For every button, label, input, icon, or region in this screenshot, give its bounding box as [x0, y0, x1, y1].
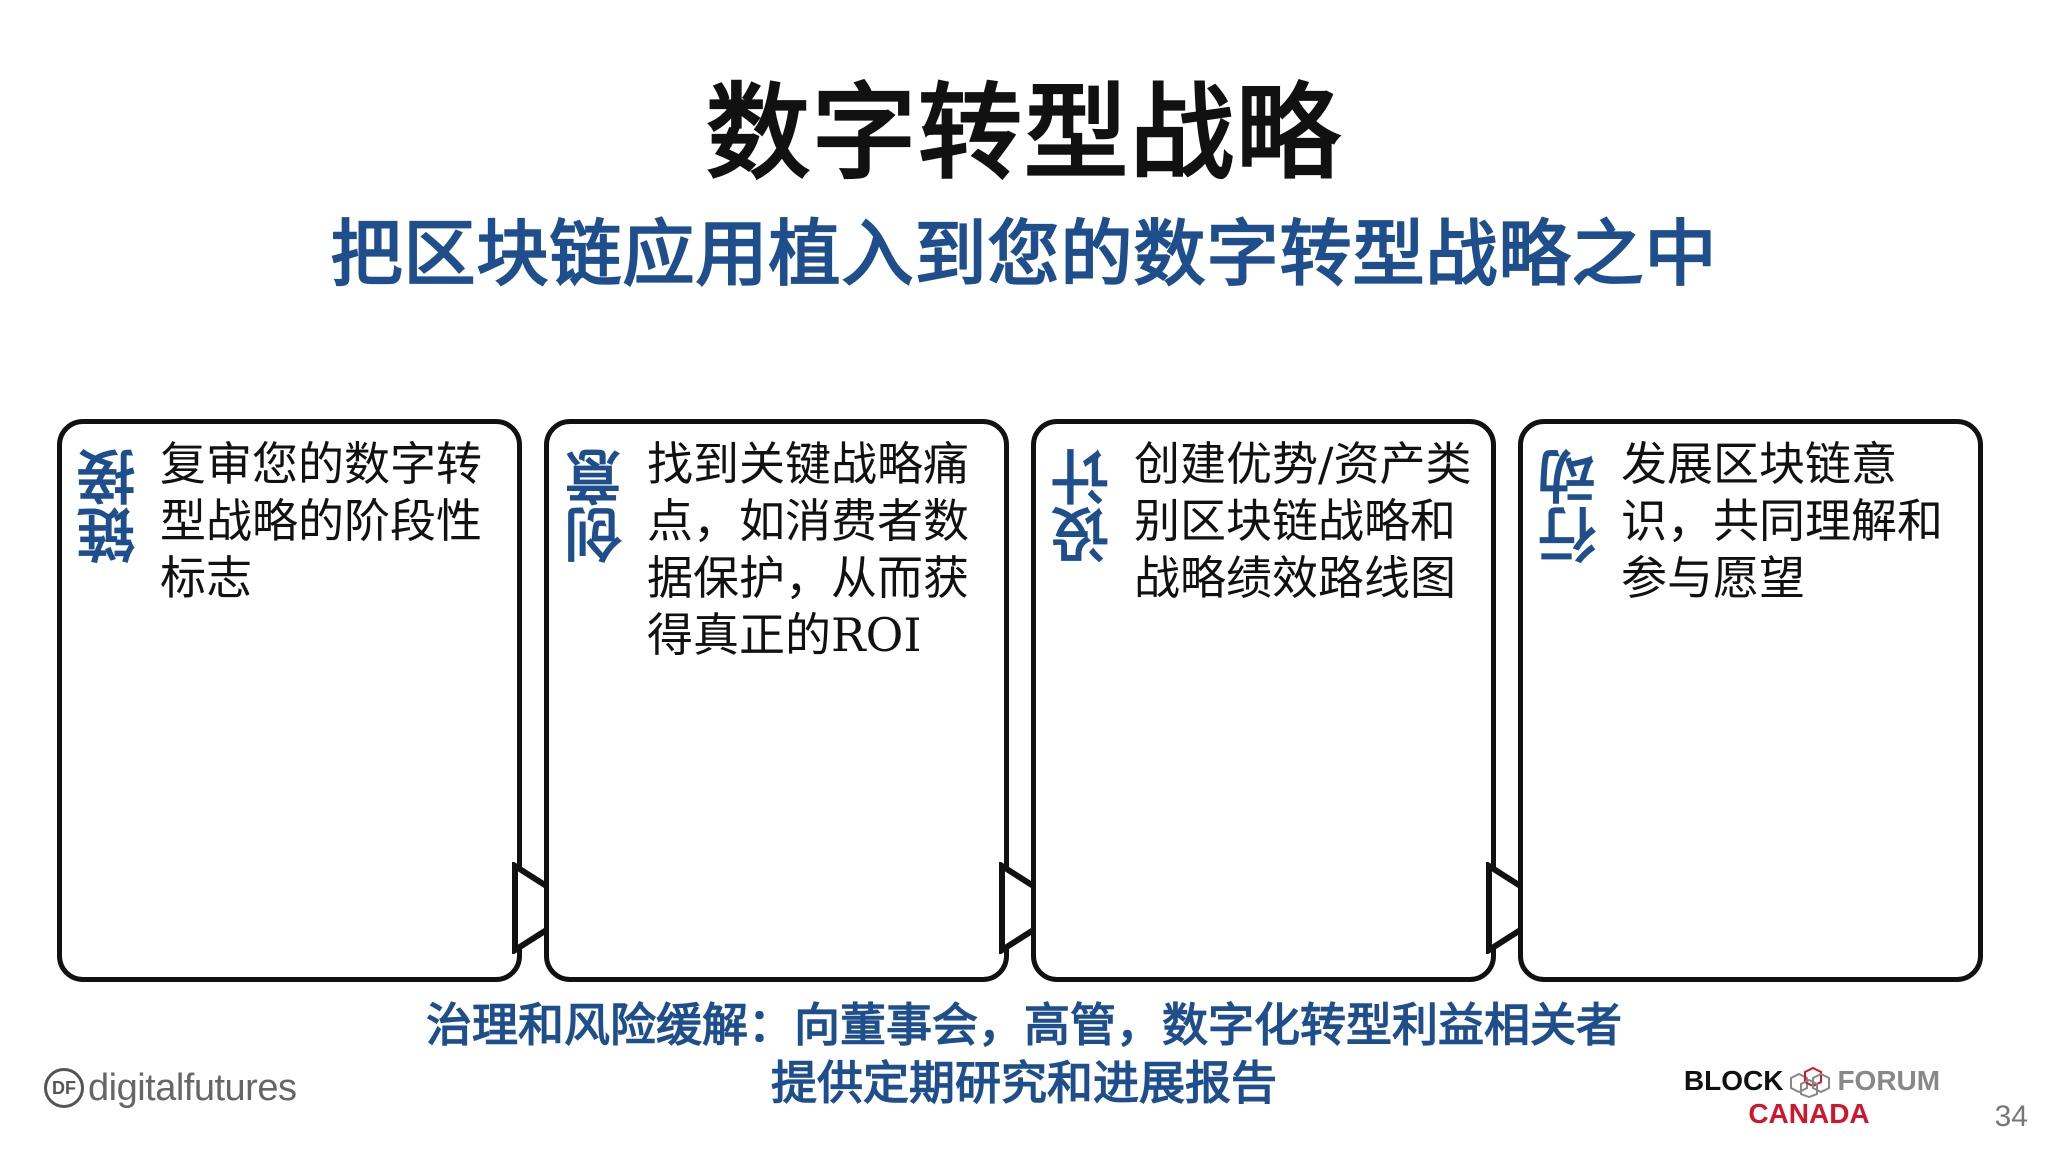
footer-line-1: 治理和风险缓解：向董事会，高管，数字化转型利益相关者 [426, 998, 1622, 1052]
page-number: 34 [1994, 1100, 2028, 1133]
slide-subtitle: 把区块链应用植入到您的数字转型战略之中 [330, 212, 1718, 296]
step-text: 复审您的数字转型战略的阶段性标志 [160, 437, 482, 605]
bf-logo-forum: FORUM [1837, 1065, 1941, 1096]
step-label: 行动 [1538, 448, 1606, 564]
step-text: 发展区块链意识，共同理解和参与愿望 [1621, 437, 1943, 605]
bf-logo-canada: CANADA [1748, 1098, 1870, 1129]
step-label: 创意 [564, 448, 632, 564]
digitalfutures-logo: DF digitalfutures [44, 1066, 297, 1110]
footer-note: 治理和风险缓解：向董事会，高管，数字化转型利益相关者 提供定期研究和进展报告 [0, 996, 2048, 1112]
step-label: 链接 [77, 448, 145, 564]
step-box-idea: 创意 找到关键战略痛点，如消费者数据保护，从而获得真正的ROI [544, 419, 1009, 982]
cubes-icon [1790, 1066, 1831, 1098]
footer-line-2: 提供定期研究和进展报告 [771, 1056, 1277, 1110]
step-box-action: 行动 发展区块链意识，共同理解和参与愿望 [1518, 419, 1983, 982]
step-text: 创建优势/资产类别区块链战略和战略绩效路线图 [1134, 437, 1472, 605]
step-box-design: 设计 创建优势/资产类别区块链战略和战略绩效路线图 [1031, 419, 1496, 982]
bf-logo-block: BLOCK [1683, 1065, 1784, 1096]
step-label: 设计 [1051, 448, 1119, 564]
step-text: 找到关键战略痛点，如消费者数据保护，从而获得真正的ROI [647, 437, 969, 662]
df-logo-mark: DF [44, 1068, 84, 1108]
df-logo-name: digitalfutures [88, 1066, 297, 1109]
step-box-link: 链接 复审您的数字转型战略的阶段性标志 [57, 419, 522, 982]
slide-title: 数字转型战略 [705, 72, 1342, 194]
blockforum-logo: BLOCK FORUM CANADA [1672, 1064, 1952, 1134]
